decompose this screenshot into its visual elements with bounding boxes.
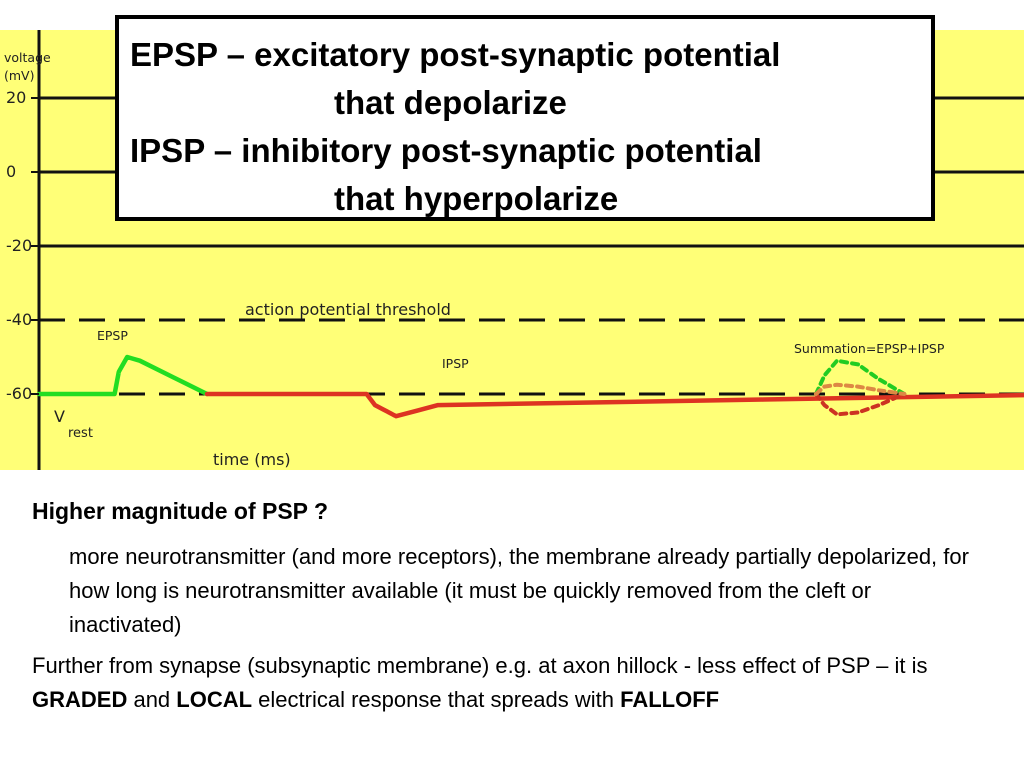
falloff-paragraph: Further from synapse (subsynaptic membra… — [32, 649, 977, 717]
v-rest-label: V — [54, 407, 65, 426]
x-axis-label: time (ms) — [213, 450, 291, 469]
epsp-definition-continued: that depolarize — [334, 84, 567, 121]
y-axis-label-line1: voltage — [4, 50, 51, 65]
answer-paragraph: more neurotransmitter (and more receptor… — [69, 544, 969, 637]
y-tick-label-4: -60 — [6, 384, 32, 403]
question-heading: Higher magnitude of PSP ? — [32, 498, 329, 524]
falloff-text-3: electrical response that spreads with — [252, 687, 621, 712]
series-line-summation-epsp-ipsp-4 — [814, 382, 907, 396]
y-tick-label-2: -20 — [6, 236, 32, 255]
series-line-ipsp-3 — [814, 392, 907, 417]
y-tick-label-0: 20 — [6, 88, 26, 107]
series-line-epsp-0 — [36, 354, 210, 397]
y-tick-label-3: -40 — [6, 310, 32, 329]
title-box: EPSP – excitatory post-synaptic potentia… — [115, 15, 935, 221]
summation-annotation: Summation=EPSP+IPSP — [794, 341, 945, 356]
threshold-label: action potential threshold — [245, 300, 451, 319]
series-line-epsp-2 — [814, 358, 907, 396]
ipsp-annotation: IPSP — [442, 356, 469, 371]
ipsp-definition-continued: that hyperpolarize — [334, 180, 619, 217]
falloff-text-1: Further from synapse (subsynaptic membra… — [32, 653, 928, 678]
y-tick-labels: 20 0 -20 -40 -60 — [6, 88, 39, 403]
falloff-text-2: and — [127, 687, 177, 712]
epsp-definition: EPSP – excitatory post-synaptic potentia… — [130, 36, 781, 73]
v-rest-subscript: rest — [68, 426, 93, 441]
falloff-term: FALLOFF — [620, 687, 720, 712]
graded-term: GRADED — [32, 687, 128, 712]
series-lines — [36, 354, 1024, 419]
y-axis-label-line2: (mV) — [4, 68, 34, 83]
epsp-annotation: EPSP — [97, 328, 128, 343]
local-term: LOCAL — [176, 687, 253, 712]
series-line-ipsp-1 — [204, 391, 1024, 419]
ipsp-definition: IPSP – inhibitory post-synaptic potentia… — [130, 132, 762, 169]
y-tick-label-1: 0 — [6, 162, 16, 181]
